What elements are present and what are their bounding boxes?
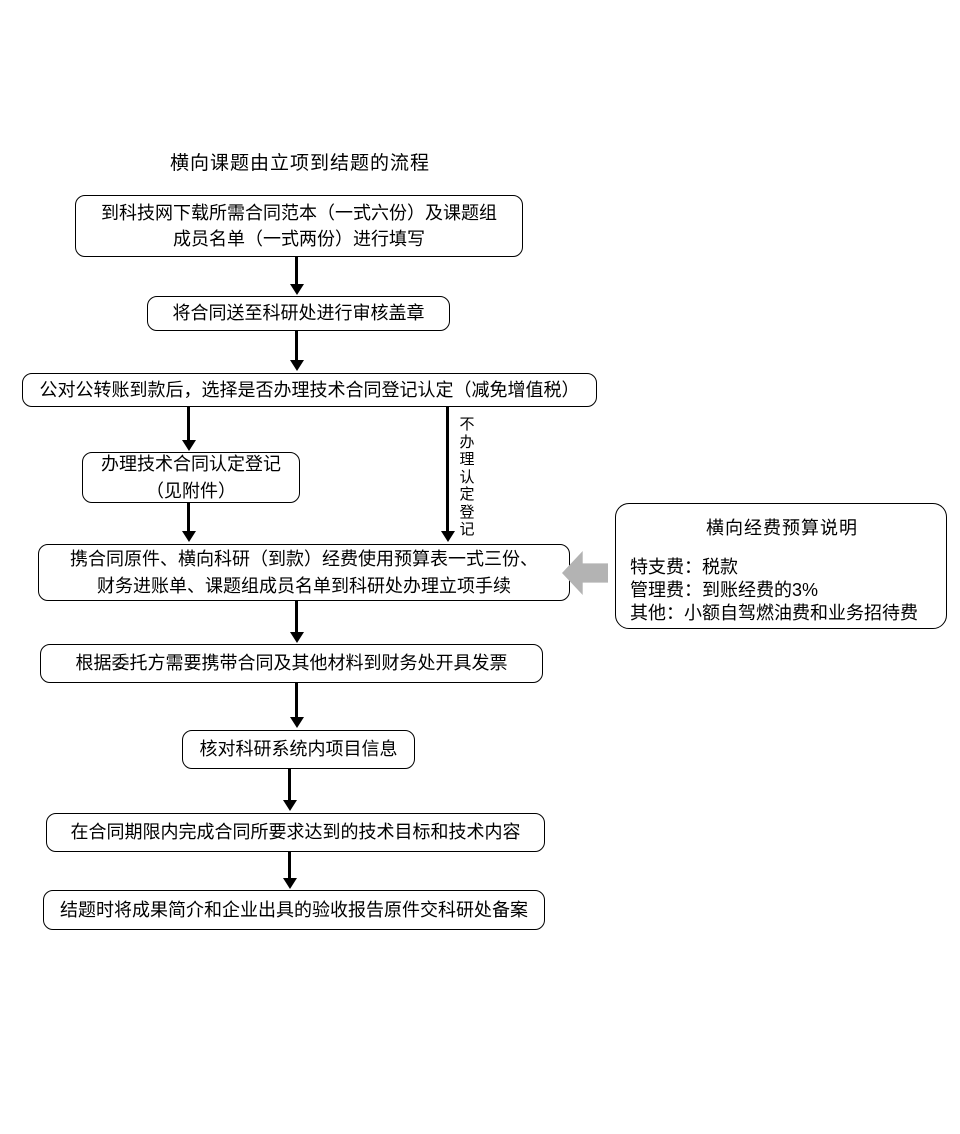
page-title: 横向课题由立项到结题的流程 xyxy=(169,153,430,174)
flow-step-complete-tech-goals: 在合同期限内完成合同所要求达到的技术目标和技术内容 xyxy=(46,813,545,852)
flow-step-final-filing: 结题时将成果简介和企业出具的验收报告原件交科研处备案 xyxy=(43,890,545,930)
flow-step-submit-contract-review: 将合同送至科研处进行审核盖章 xyxy=(147,296,450,331)
arrow-down-step8-step9 xyxy=(288,852,291,878)
arrow-down-step1-step2 xyxy=(295,257,298,284)
flow-step-download-templates: 到科技网下载所需合同范本（一式六份）及课题组 成员名单（一式两份）进行填写 xyxy=(75,195,523,257)
arrow-down-step3-step4 xyxy=(187,407,190,440)
budget-note-title: 横向经费预算说明 xyxy=(706,518,858,538)
arrow-down-step3-step5-no-registration xyxy=(446,407,449,531)
arrow-down-step4-step5 xyxy=(187,503,190,531)
branch-label-no-registration: 不办理认定登记 xyxy=(459,416,475,538)
arrow-down-step6-step7 xyxy=(295,683,298,717)
budget-note-body: 特支费：税款 管理费：到账经费的3% 其他：小额自驾燃油费和业务招待费 xyxy=(630,557,918,623)
arrow-down-step5-step6 xyxy=(295,601,298,632)
flow-step-verify-system-info: 核对科研系统内项目信息 xyxy=(182,730,415,769)
arrow-down-step7-step8 xyxy=(288,769,291,800)
budget-note-box: 横向经费预算说明 特支费：税款 管理费：到账经费的3% 其他：小额自驾燃油费和业… xyxy=(615,503,947,629)
flow-step-project-setup-procedure: 携合同原件、横向科研（到款）经费使用预算表一式三份、 财务进账单、课题组成员名单… xyxy=(38,544,570,601)
flow-step-register-tech-contract: 办理技术合同认定登记 （见附件） xyxy=(82,452,300,503)
flow-step-payment-registration-decision: 公对公转账到款后，选择是否办理技术合同登记认定（减免增值税） xyxy=(22,373,597,407)
arrow-down-step2-step3 xyxy=(295,331,298,360)
flow-step-issue-invoice: 根据委托方需要携带合同及其他材料到财务处开具发票 xyxy=(40,644,543,683)
